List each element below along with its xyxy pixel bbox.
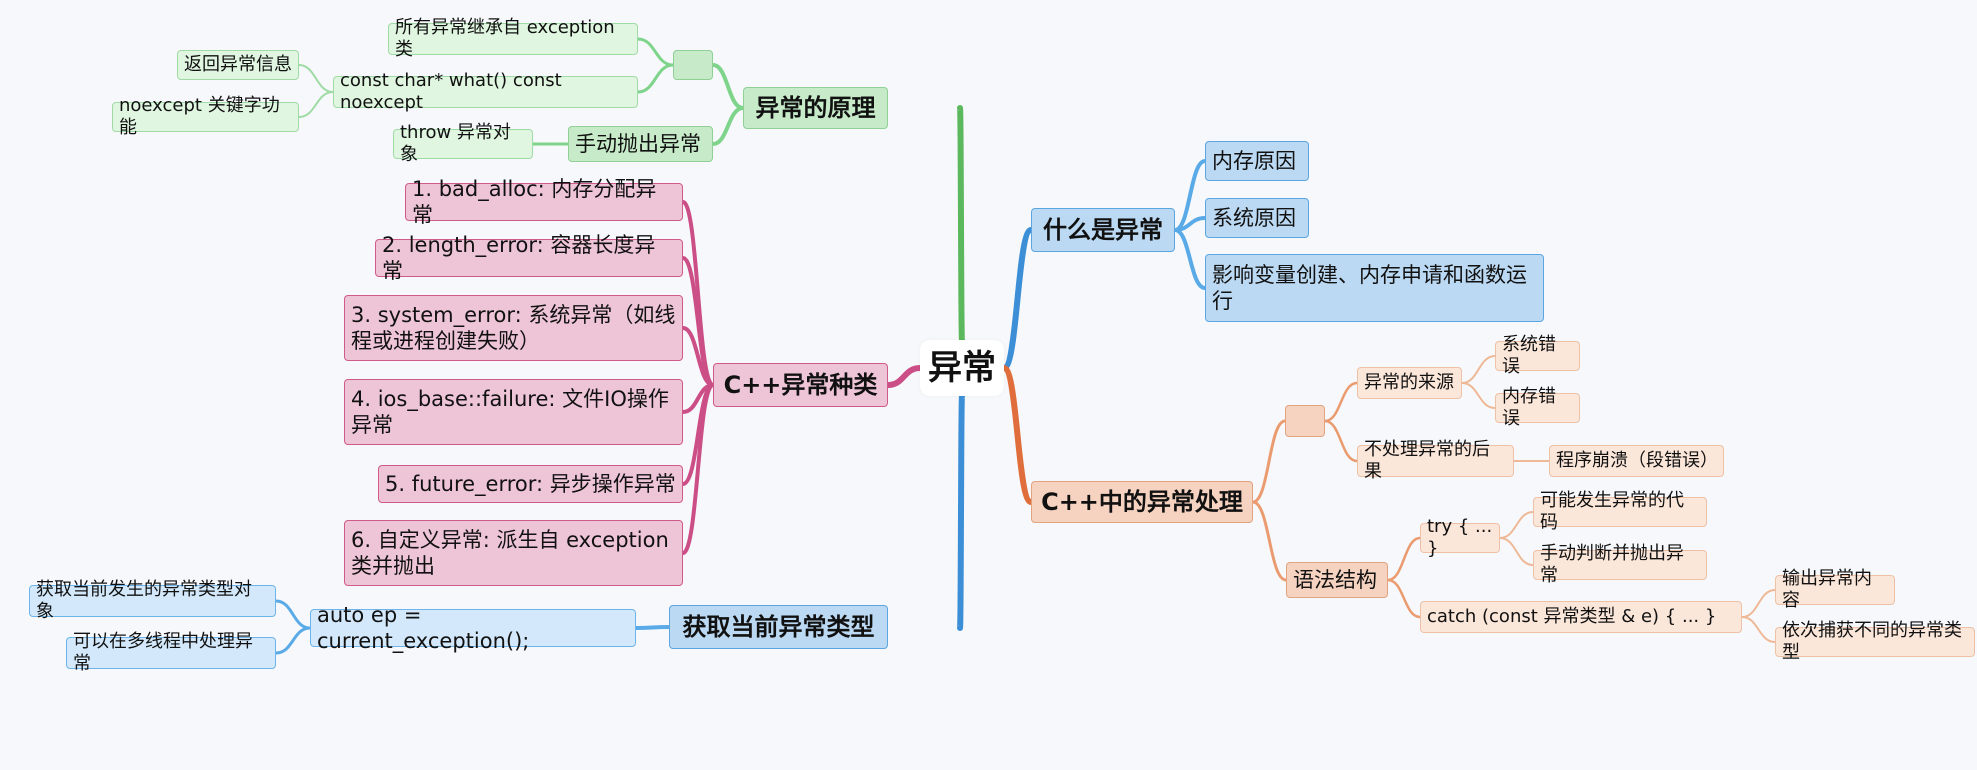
- root-topic[interactable]: 异常: [920, 340, 1004, 396]
- connector-line: [1741, 616, 1776, 643]
- kind-item-system-error[interactable]: 3. system_error: 系统异常（如线程或进程创建失败）: [344, 295, 683, 361]
- topic-what-is-exception[interactable]: 什么是异常: [1031, 208, 1175, 252]
- handling-try-code[interactable]: 可能发生异常的代码: [1533, 490, 1707, 533]
- connector-line: [1461, 382, 1496, 409]
- connector-line: [1386, 578, 1422, 619]
- handling-source-label[interactable]: 异常的来源: [1357, 367, 1462, 399]
- connector-line: [1741, 589, 1776, 618]
- handling-try-throw[interactable]: 手动判断并抛出异常: [1533, 543, 1707, 586]
- kind-item-ios-failure[interactable]: 4. ios_base::failure: 文件IO操作异常: [344, 379, 683, 445]
- connector-line: [298, 64, 334, 93]
- principle-noexcept[interactable]: noexcept 关键字功能: [112, 95, 299, 138]
- connector-line: [711, 63, 745, 110]
- connector-line: [1173, 228, 1207, 290]
- topic-exception-principle[interactable]: 异常的原理: [743, 87, 888, 129]
- handling-source-system[interactable]: 系统错误: [1495, 334, 1580, 377]
- kind-item-length-error[interactable]: 2. length_error: 容器长度异常: [375, 233, 683, 283]
- principle-blank-node[interactable]: [673, 50, 713, 80]
- connector-line: [1323, 381, 1359, 423]
- handling-catch-output[interactable]: 输出异常内容: [1775, 568, 1895, 611]
- connector-line: [957, 105, 965, 343]
- topic-exception-kinds[interactable]: C++异常种类: [713, 363, 888, 407]
- connector-line: [1251, 500, 1288, 582]
- principle-inherit[interactable]: 所有异常继承自 exception 类: [388, 17, 638, 60]
- connector-line: [636, 37, 675, 67]
- connector-line: [957, 393, 965, 631]
- handling-try-label[interactable]: try { ... }: [1420, 516, 1500, 559]
- what-is-item-system[interactable]: 系统原因: [1205, 198, 1309, 238]
- topic-current-exception[interactable]: 获取当前异常类型: [669, 605, 888, 649]
- kind-item-custom[interactable]: 6. 自定义异常: 派生自 exception 类并抛出: [344, 520, 683, 586]
- handling-syntax-label[interactable]: 语法结构: [1286, 562, 1388, 598]
- handling-blank-node[interactable]: [1285, 405, 1325, 437]
- topic-exception-handling[interactable]: C++中的异常处理: [1031, 481, 1253, 523]
- kind-item-bad-alloc[interactable]: 1. bad_alloc: 内存分配异常: [405, 177, 683, 227]
- handling-catch-order[interactable]: 依次捕获不同的异常类型: [1775, 620, 1975, 663]
- connector-line: [634, 625, 671, 630]
- connector-line: [711, 106, 745, 146]
- handling-unhandled-label[interactable]: 不处理异常的后果: [1357, 439, 1514, 482]
- principle-what-return[interactable]: 返回异常信息: [177, 50, 299, 80]
- connector-line: [298, 91, 334, 118]
- connector-line: [1386, 536, 1422, 582]
- current-exception-code[interactable]: auto ep = current_exception();: [310, 603, 636, 653]
- current-item-multithread[interactable]: 可以在多线程中处理异常: [66, 631, 276, 674]
- what-is-item-memory[interactable]: 内存原因: [1205, 141, 1309, 181]
- current-item-get-object[interactable]: 获取当前发生的异常类型对象: [29, 579, 276, 622]
- principle-what-function[interactable]: const char* what() const noexcept: [333, 70, 638, 113]
- handling-unhandled-result[interactable]: 程序崩溃（段错误）: [1549, 445, 1724, 477]
- kind-item-future-error[interactable]: 5. future_error: 异步操作异常: [378, 465, 683, 503]
- connector-line: [681, 383, 715, 555]
- connector-line: [1251, 419, 1287, 504]
- connector-line: [681, 326, 715, 387]
- what-is-item-impact[interactable]: 影响变量创建、内存申请和函数运行: [1205, 254, 1544, 322]
- connector-line: [636, 63, 675, 94]
- connector-line: [1499, 537, 1534, 566]
- handling-source-memory[interactable]: 内存错误: [1495, 386, 1580, 429]
- connector-line: [1001, 227, 1034, 371]
- connector-line: [1461, 355, 1496, 384]
- connector-line: [274, 626, 312, 655]
- connector-line: [1499, 511, 1534, 539]
- connector-line: [1173, 216, 1207, 232]
- principle-manual-throw[interactable]: 手动抛出异常: [568, 126, 713, 162]
- connector-line: [885, 365, 923, 388]
- connector-line: [1323, 419, 1359, 463]
- connector-line: [1001, 365, 1034, 505]
- principle-throw-object[interactable]: throw 异常对象: [393, 122, 533, 165]
- connector-line: [274, 599, 312, 630]
- handling-catch-label[interactable]: catch (const 异常类型 & e) { ... }: [1420, 601, 1742, 633]
